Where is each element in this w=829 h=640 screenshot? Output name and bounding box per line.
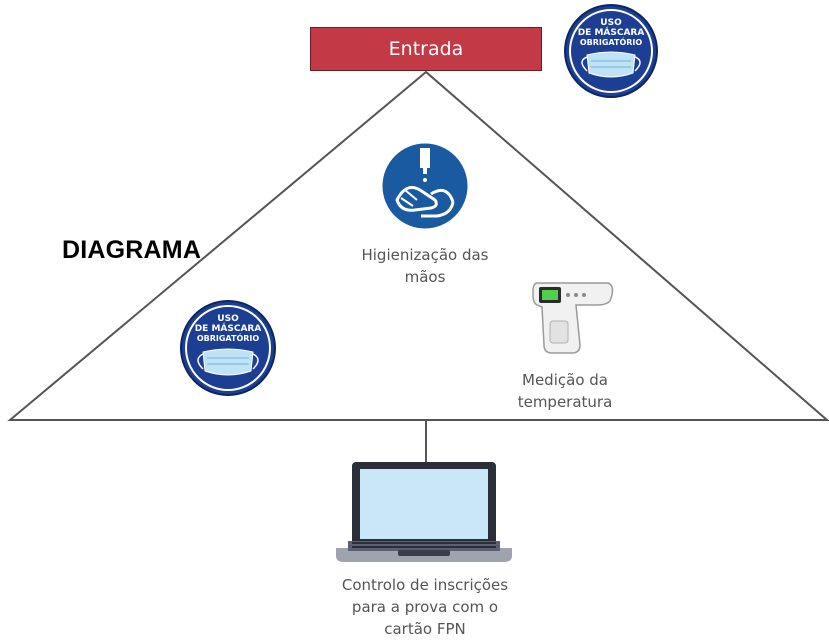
svg-text:OBRIGATÓRIO: OBRIGATÓRIO bbox=[197, 332, 260, 343]
registration-caption: Controlo de inscrições para a prova com … bbox=[320, 574, 530, 640]
svg-text:DE MÁSCARA: DE MÁSCARA bbox=[195, 322, 262, 334]
laptop-caption-line-3: cartão FPN bbox=[384, 620, 466, 638]
svg-text:OBRIGATÓRIO: OBRIGATÓRIO bbox=[580, 36, 643, 47]
temp-caption-line-2: temperatura bbox=[517, 393, 613, 411]
diagram-heading: DIAGRAMA bbox=[62, 236, 202, 264]
svg-text:DE MÁSCARA: DE MÁSCARA bbox=[578, 26, 645, 38]
mask-required-icon: USO DE MÁSCARA OBRIGATÓRIO bbox=[180, 300, 276, 396]
infrared-thermometer-icon bbox=[532, 282, 614, 354]
svg-text:USO: USO bbox=[217, 314, 239, 324]
entrance-box: Entrada bbox=[310, 27, 542, 71]
hand-caption-line-1: Higienização das bbox=[361, 246, 489, 264]
entrance-label: Entrada bbox=[388, 38, 464, 60]
laptop-icon bbox=[336, 462, 512, 562]
laptop-caption-line-1: Controlo de inscrições bbox=[341, 576, 509, 594]
hand-hygiene-caption: Higienização das mãos bbox=[350, 244, 500, 288]
triangle-outline bbox=[7, 70, 829, 421]
laptop-caption-line-2: para a prova com o bbox=[351, 598, 499, 616]
hand-caption-line-2: mãos bbox=[404, 268, 446, 286]
temperature-caption: Medição da temperatura bbox=[495, 369, 635, 413]
mask-required-icon: USO DE MÁSCARA OBRIGATÓRIO bbox=[564, 4, 658, 98]
temp-caption-line-1: Medição da bbox=[522, 371, 608, 389]
svg-text:USO: USO bbox=[600, 18, 622, 28]
hand-sanitizer-icon bbox=[379, 140, 471, 232]
